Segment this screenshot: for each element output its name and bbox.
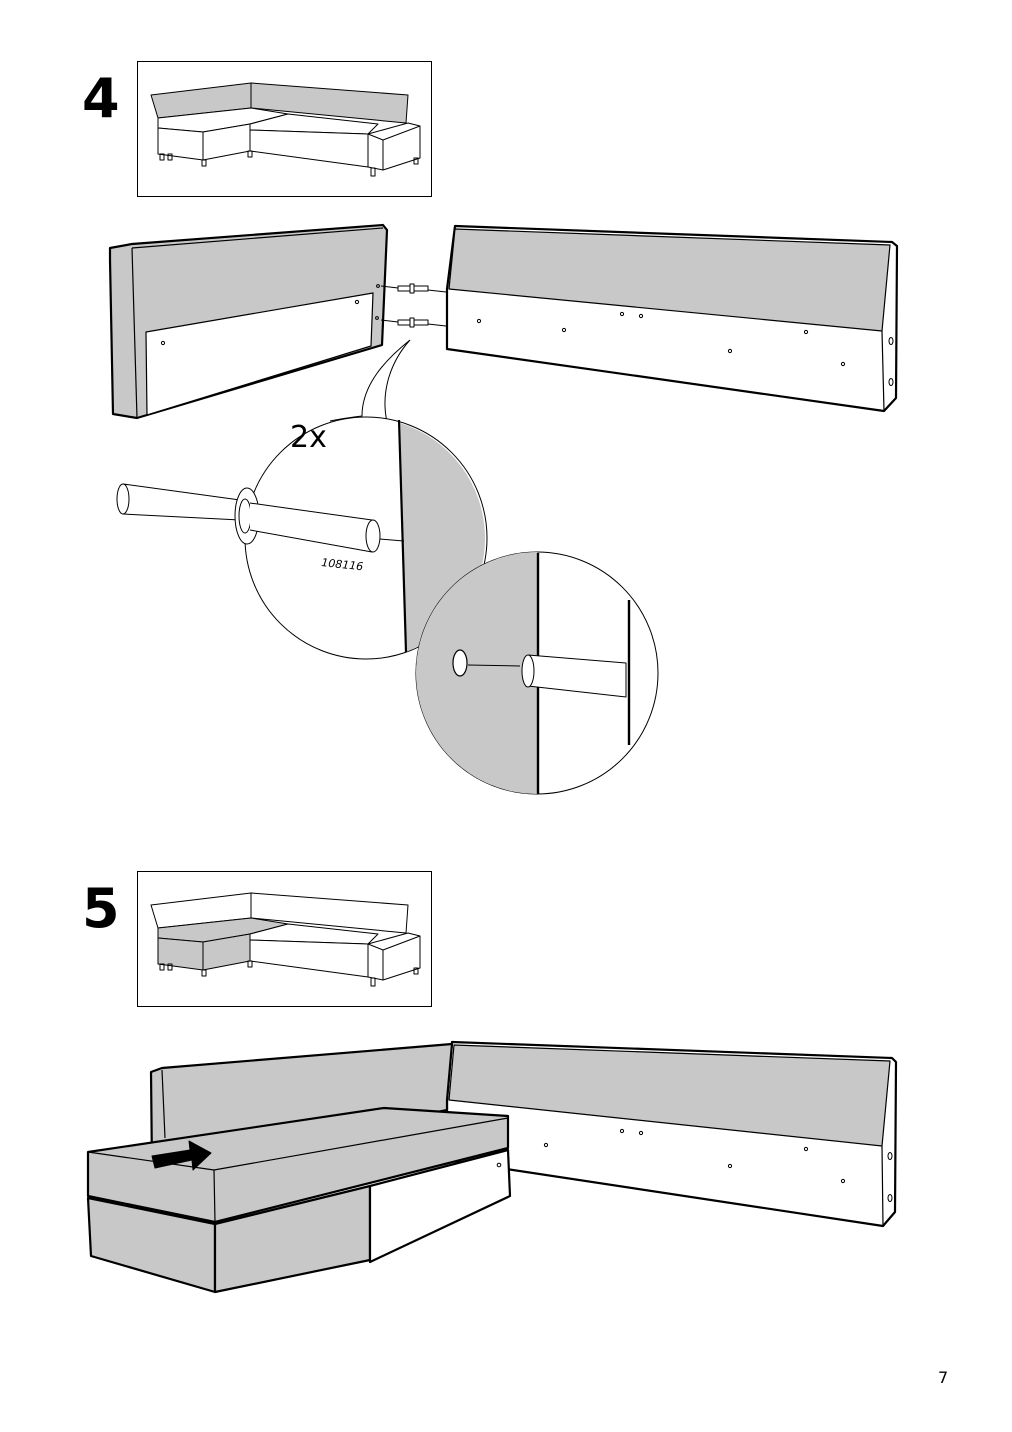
sofa-overview-icon bbox=[150, 892, 421, 987]
seat-module-icon bbox=[86, 1106, 512, 1294]
backrest-panel-icon bbox=[445, 224, 899, 413]
part-number-label: 108116 bbox=[321, 556, 364, 573]
push-arrow-icon bbox=[151, 1140, 212, 1171]
step-5-overview-thumbnail bbox=[137, 871, 432, 1007]
dowel-icon bbox=[116, 483, 405, 553]
sofa-overview-icon bbox=[150, 82, 421, 177]
quantity-label: 2x bbox=[290, 420, 327, 455]
step-5-number: 5 bbox=[82, 877, 120, 940]
backrest-panel-icon bbox=[108, 223, 389, 420]
page-number: 7 bbox=[938, 1368, 949, 1387]
step-4-illustration: 2x 108116 bbox=[108, 223, 899, 795]
step-4-number: 4 bbox=[82, 67, 120, 130]
step-4-overview-thumbnail bbox=[137, 61, 432, 197]
dowel-icon bbox=[380, 283, 447, 328]
